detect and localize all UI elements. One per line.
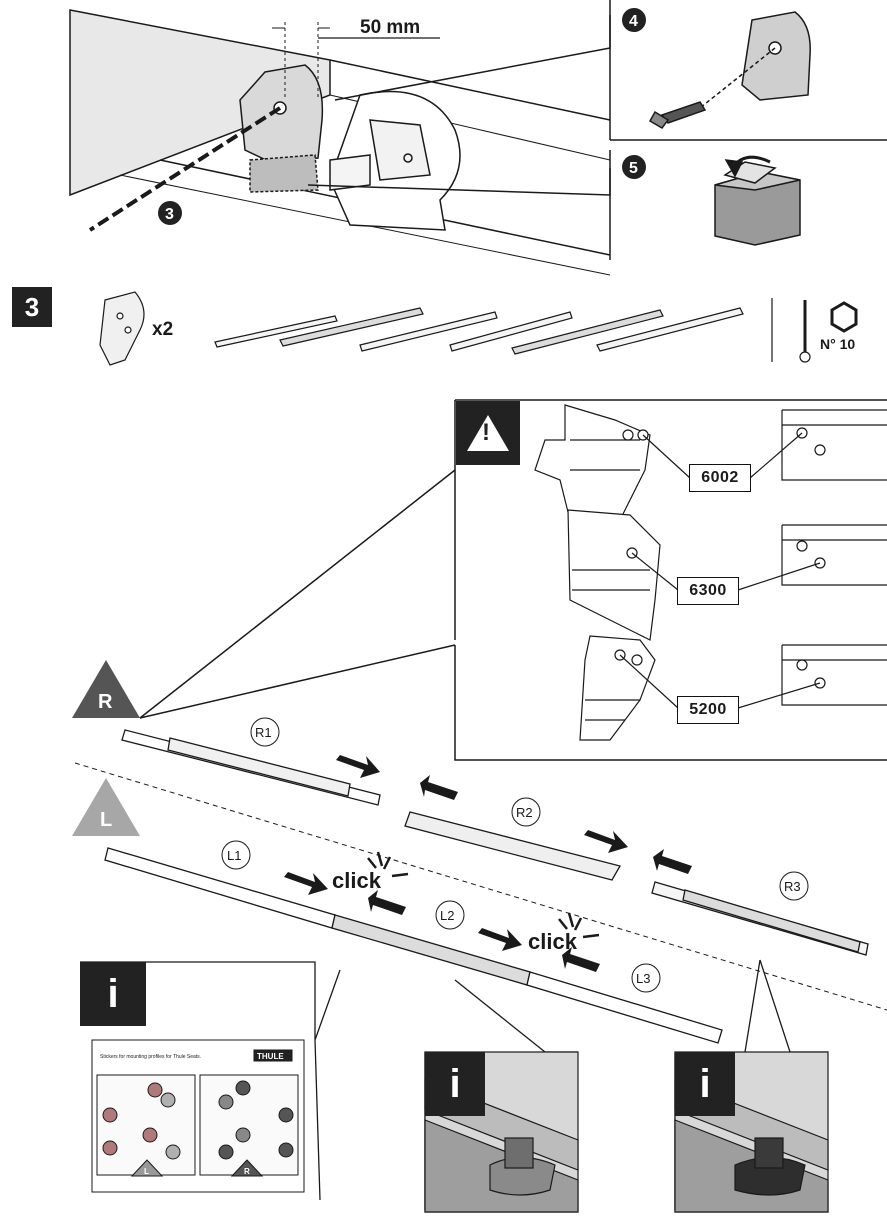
callout-3-number: 3 [165,206,174,223]
step-number: 3 [12,287,52,327]
parts-illustration [99,291,858,366]
foot-with-screw [648,11,811,129]
cover-box [714,155,801,246]
sticker-brand: THULE [257,1052,284,1061]
label-r2: R2 [516,805,533,820]
info-box-mount-1: i [425,1052,485,1116]
tool-size-label: N° 10 [820,336,855,352]
warning-triangle-icon [467,415,509,451]
warning-icon-box: ! [456,401,520,465]
label-l2: L2 [440,908,454,923]
sticker-left-label: L [144,1167,149,1176]
info-box-mount-2: i [675,1052,735,1116]
profile-drawings [534,404,887,741]
click-label-2: click [528,929,578,954]
dimension-label: 50 mm [360,17,420,38]
callout-4-number: 4 [629,13,638,30]
sticker-right-label: R [244,1167,250,1176]
click-sparks [367,851,600,939]
code-5200: 5200 [677,696,739,724]
assembly-arrows [284,755,692,972]
callout-3-badge [158,201,182,225]
code-6300: 6300 [677,577,739,605]
parts-quantity: x2 [152,319,173,340]
callout-4-badge [622,8,646,32]
click-label-1: click [332,868,382,893]
callout-5-number: 5 [629,160,638,177]
left-bars [104,847,723,1044]
callout-5-badge [622,155,646,179]
code-6002: 6002 [689,464,751,492]
left-side-triangle [72,778,140,836]
label-r1: R1 [255,725,272,740]
right-side-triangle [72,660,140,718]
right-bars [121,729,869,956]
label-l1: L1 [227,848,241,863]
info-box-sticker: i [80,962,146,1026]
label-l3: L3 [636,971,650,986]
side-l-label: L [100,809,112,831]
label-r3: R3 [784,879,801,894]
warning-exclamation: ! [482,419,490,446]
label-circles [221,717,809,993]
sticker-title: Stickers for mounting profiles for Thule… [100,1054,201,1060]
separator-line [74,762,887,1011]
side-r-label: R [98,691,113,713]
roof-rail-illustration [69,9,611,276]
warning-panel-outline [139,399,887,761]
sticker-sheet [91,1039,305,1193]
detail-panels [609,0,887,260]
